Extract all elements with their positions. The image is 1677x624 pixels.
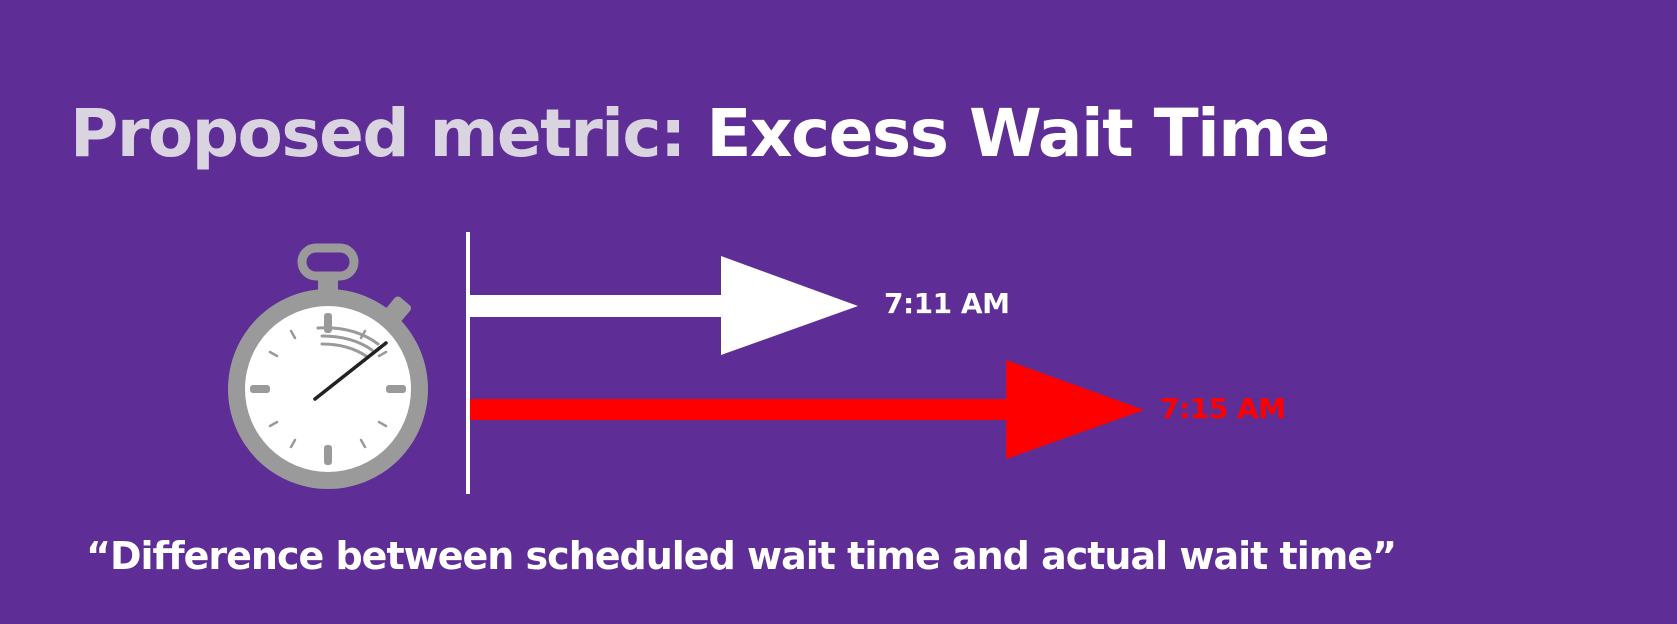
scheduled-arrow [470, 256, 858, 355]
stopwatch-icon [228, 243, 428, 489]
definition-quote: “Difference between scheduled wait time … [86, 534, 1397, 578]
slide-title: Proposed metric: Excess Wait Time [70, 94, 1330, 173]
actual-arrow [470, 360, 1144, 459]
title-main: Excess Wait Time [706, 95, 1330, 172]
actual-time-label: 7:15 AM [1160, 392, 1286, 425]
scheduled-time-label: 7:11 AM [884, 287, 1010, 320]
title-prefix: Proposed metric: [70, 95, 707, 172]
